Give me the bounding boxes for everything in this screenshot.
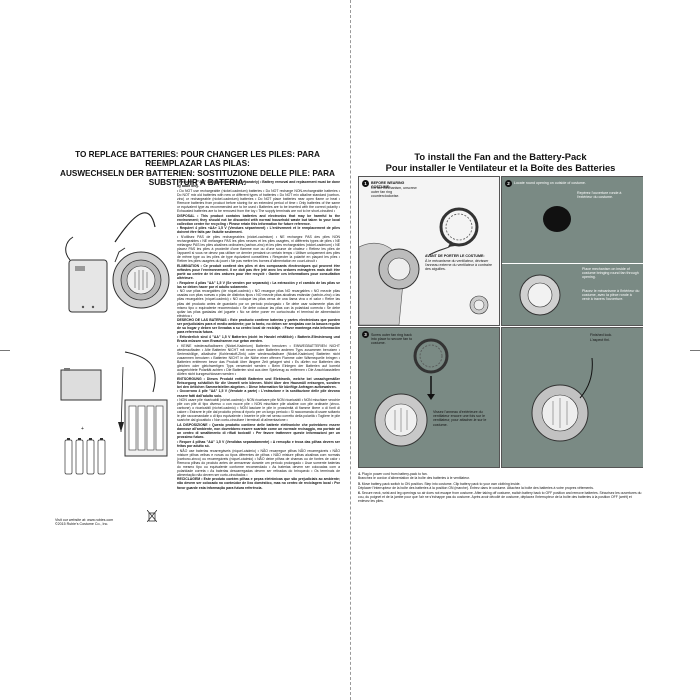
install-step-item: 4. Plug in power cord from battery-pack … — [358, 472, 643, 480]
battery-warning-paragraph: DISPOSAL • This product contains batteri… — [177, 213, 340, 226]
battery-footer: Visit our website at: www.rubies.com ©20… — [55, 518, 113, 527]
battery-warning-paragraph: • Do NOT use rechargeable (nickel-cadmiu… — [177, 188, 340, 213]
costume-opening-illustration — [502, 177, 643, 325]
step-2-panel: 2 Locate round opening on outside of cos… — [501, 176, 643, 326]
step-1-caption-en-heading: BEFORE WEARING COSTUME: — [371, 181, 405, 190]
battery-title-line-2: AUSWECHSELN DER BATTERIEN: SOSTITUZIONE … — [60, 168, 335, 188]
battery-warning-paragraph: • Requer 4 pilhas "AA" 1,5 V (Vendidas s… — [177, 439, 340, 448]
fan-install-title-fr: Pour installer le Ventilateur et la Boît… — [385, 161, 616, 173]
finished-look-panel: Finished look. L'aspect fini. — [501, 327, 643, 468]
step-2-number: 2 — [505, 180, 512, 187]
trim-mark-right — [690, 350, 700, 351]
install-step-item: 5. Move battery-pack switch to ON positi… — [358, 482, 643, 490]
step-3-panel: 3 Screw outer fan ring back into place t… — [358, 327, 500, 468]
step-2-caption-fr: Repérez l'ouverture ronde à l'extérieur … — [577, 191, 622, 200]
finished-look-illustration — [502, 328, 643, 467]
battery-pack-and-fan-illustration — [60, 212, 170, 475]
step-1-number: 1 — [362, 180, 369, 187]
install-step-number: 4. — [358, 472, 361, 476]
install-step-number: 5. — [358, 481, 361, 486]
battery-polarity-label: + — [81, 426, 84, 432]
battery-title: TO REPLACE BATTERIES: POUR CHANGER LES P… — [55, 150, 340, 188]
battery-instructions-sheet: TO REPLACE BATTERIES: POUR CHANGER LES P… — [55, 150, 340, 545]
step-2-caption-en: Locate round opening on outside of costu… — [514, 181, 586, 185]
step-1-caption-fr-heading: AVANT DE PORTER LE COSTUME: — [425, 254, 485, 258]
step-3-caption-fr: Vissez l'anneau d'extérieure du ventilat… — [433, 410, 487, 427]
screw-ring-back-illustration — [359, 328, 499, 467]
install-step-text-fr: Branchez le cordon d'alimentation de la … — [358, 476, 470, 480]
step-2-caption-fr-2: Placez le mécanisme à l'intérieur du cos… — [582, 289, 640, 302]
battery-warning-paragraph: • KEINE wiederaufladbaren (Nickel-Kadmiu… — [177, 343, 340, 377]
battery-warning-paragraph: • Occorrono 4 pile "AA" 1,5 V (Vendute a… — [177, 389, 340, 398]
fan-install-title: To install the Fan and the Battery-Pack … — [358, 151, 643, 173]
battery-warning-paragraph: ENTSORGUNG • Dieses Produkt enthält Batt… — [177, 376, 340, 389]
step-2-caption-en-2: Place mechanism on inside of costume bri… — [582, 267, 639, 280]
battery-warning-paragraph: • Requiert 4 piles «AA» 1,5 V (Vendues s… — [177, 226, 340, 235]
battery-warning-paragraph: LA DISPOSIZIONE • Questo prodotto contie… — [177, 423, 340, 440]
battery-warning-paragraph: RECICLAGEM • Este produto contém pilhas … — [177, 477, 340, 490]
install-step-text-en: Secure neck, wrist and leg openings so a… — [358, 491, 642, 503]
install-step-text-en: Move battery-pack switch to ON position.… — [361, 481, 521, 486]
install-step-text-fr: Déplacer l'interrupteur de la boîte des … — [358, 485, 594, 490]
battery-warning-paragraph: ELIMINATION • Ce produit contient des pi… — [177, 263, 340, 281]
install-steps-text: 4. Plug in power cord from battery-pack … — [358, 472, 643, 505]
step-1-caption-fr: À le mécanisme du ventilateur, dévisser … — [425, 259, 493, 272]
battery-warning-paragraph: • Requires 4 "AA" 1.5 V batteries (Sold … — [177, 180, 340, 189]
finished-look-caption-en: Finished look. — [590, 333, 613, 337]
install-steps-illustrations: 1 BEFORE WEARING COSTUME: On fan mechani… — [358, 176, 643, 468]
copyright-line: ©2015 Rubie's Costume Co., Inc. — [55, 522, 109, 527]
step-3-caption-en: Screw outer fan ring back into place to … — [371, 333, 413, 346]
website-line: Visit our website at: www.rubies.com — [55, 518, 114, 522]
battery-warning-paragraph: • NO use pilas recargables (de níquel-ca… — [177, 289, 340, 318]
install-step-item: 6. Secure neck, wrist and leg openings s… — [358, 491, 643, 503]
battery-warning-paragraph: DESECHO DE LAS BATERIAS • Este producto … — [177, 318, 340, 335]
battery-warning-paragraph: • Requiere 4 pilas "AA" 1,5 V (Se venden… — [177, 280, 340, 289]
unscrew-fan-ring-illustration — [359, 177, 499, 325]
step-1-panel: 1 BEFORE WEARING COSTUME: On fan mechani… — [358, 176, 500, 326]
fan-install-sheet: To install the Fan and the Battery-Pack … — [358, 150, 643, 545]
battery-warning-paragraph: • Erforderlich sind 4 "AA" 1,5 V Batteri… — [177, 335, 340, 344]
install-step-text-en: Plug in power cord from battery-pack to … — [361, 472, 428, 476]
install-step-number: 6. — [358, 491, 361, 495]
battery-warning-paragraph: • N'utilisez PAS de piles rechargeables … — [177, 234, 340, 264]
page-fold-line — [350, 0, 351, 700]
step-1-caption-en: On fan mechanism, unscrew outer fan ring… — [371, 186, 417, 199]
battery-illustrations: + — [55, 182, 173, 512]
weee-bin-icon — [146, 509, 158, 525]
battery-warning-paragraph: • NÃO use baterias recarregáveis (níquel… — [177, 448, 340, 477]
battery-warning-paragraph: • NON usare pile ricaricabili (nichel-ca… — [177, 398, 340, 423]
battery-warnings-text: • Requires 4 "AA" 1.5 V batteries (Sold … — [177, 180, 340, 510]
finished-look-caption-fr: L'aspect fini. — [590, 338, 610, 342]
battery-title-line-1: TO REPLACE BATTERIES: POUR CHANGER LES P… — [75, 150, 320, 169]
fan-install-title-en: To install the Fan and the Battery-Pack — [414, 151, 587, 162]
step-3-number: 3 — [362, 331, 369, 338]
trim-mark-left — [0, 350, 10, 351]
